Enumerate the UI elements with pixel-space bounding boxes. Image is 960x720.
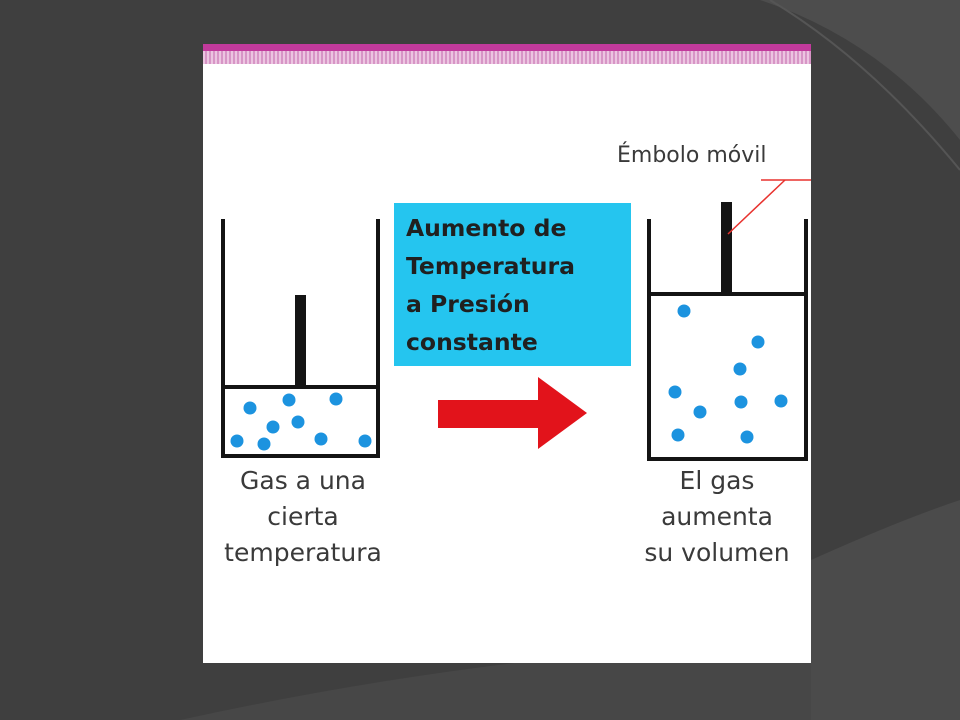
piston-label: Émbolo móvil	[617, 143, 767, 168]
gas-particle	[733, 362, 747, 376]
right-piston-rod	[721, 202, 732, 294]
right-container	[647, 179, 811, 461]
gas-particle	[751, 335, 765, 349]
piston-label-pointer	[727, 179, 786, 235]
gas-particle	[257, 437, 271, 451]
background-arc-bottom-right	[811, 500, 960, 720]
gas-particle	[774, 394, 788, 408]
right-gas-particles	[668, 304, 788, 444]
background-arc-line	[769, 0, 960, 171]
gas-particle	[693, 405, 707, 419]
gas-particle	[291, 415, 305, 429]
left-container-walls	[221, 219, 380, 458]
charles-law-diagram	[221, 179, 811, 461]
right-caption: El gas aumenta su volumen	[644, 466, 790, 567]
left-piston-rod	[295, 295, 306, 387]
gas-particle	[671, 428, 685, 442]
gas-particle	[329, 392, 343, 406]
accent-bar	[203, 44, 811, 51]
background-arc-right	[760, 0, 960, 140]
right-container-walls	[647, 219, 808, 461]
gas-particle	[677, 304, 691, 318]
left-container	[221, 219, 380, 458]
gas-particle	[282, 393, 296, 407]
gas-particle	[243, 401, 257, 415]
gas-particle	[358, 434, 372, 448]
accent-stripe	[203, 51, 811, 64]
gas-particle	[668, 385, 682, 399]
gas-particle	[266, 420, 280, 434]
arrow-right-icon	[438, 377, 587, 449]
gas-particle	[740, 430, 754, 444]
process-description: Aumento de Temperatura a Presión constan…	[406, 214, 575, 356]
left-caption: Gas a una cierta temperatura	[224, 466, 382, 567]
left-gas-particles	[230, 392, 372, 451]
gas-particle	[314, 432, 328, 446]
gas-particle	[734, 395, 748, 409]
gas-particle	[230, 434, 244, 448]
process-info-box: Aumento de Temperatura a Presión constan…	[394, 203, 631, 366]
diagram-panel: Aumento de Temperatura a Presión constan…	[203, 44, 811, 663]
